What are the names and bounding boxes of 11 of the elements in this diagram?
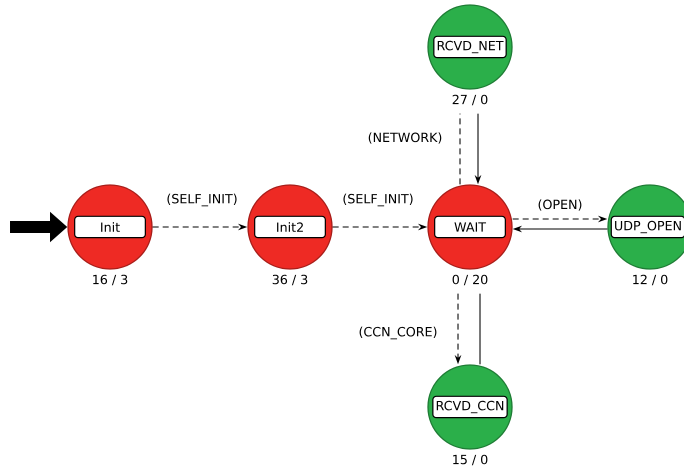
state-count: 0 / 20 (452, 274, 488, 286)
edge-label: (SELF_INIT) (165, 192, 239, 208)
edge-label: (CCN_CORE) (357, 325, 439, 341)
state-count: 12 / 0 (633, 274, 668, 286)
edge-label: (NETWORK) (366, 131, 444, 145)
edge-label: (SELF_INIT) (341, 192, 415, 208)
state-count: 16 / 3 (93, 274, 128, 286)
state-count: 36 / 3 (272, 274, 308, 286)
state-count: 15 / 0 (453, 454, 488, 466)
state-count: 27 / 0 (452, 94, 488, 106)
edge-label: (OPEN) (536, 198, 584, 212)
